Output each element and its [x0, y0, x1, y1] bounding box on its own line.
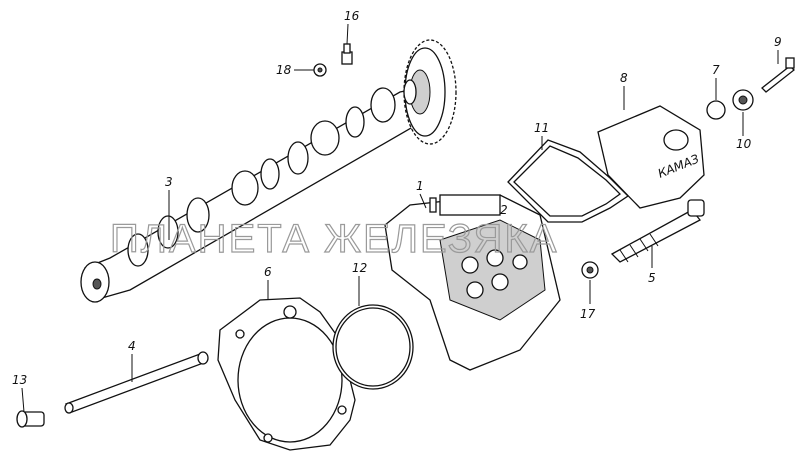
callout-16: 16	[344, 9, 360, 45]
callout-11: 11	[534, 121, 549, 150]
callout-label: 1	[416, 179, 424, 193]
callout-label: 3	[165, 175, 173, 189]
plug-13	[16, 410, 45, 428]
bolt-9	[761, 57, 795, 93]
callout-10: 10	[736, 112, 752, 151]
callout-4: 4	[128, 339, 136, 382]
callout-5: 5	[648, 246, 656, 285]
callout-2: 2	[500, 203, 508, 217]
callout-label: 5	[648, 271, 656, 285]
callout-17: 17	[580, 280, 596, 321]
callout-label: 6	[264, 265, 272, 279]
push-rod	[64, 351, 209, 414]
o-ring	[332, 304, 414, 390]
camshaft-gear	[403, 39, 457, 145]
callout-label: 10	[736, 137, 752, 151]
bolt-16	[341, 43, 353, 65]
cylinder-head	[384, 194, 561, 371]
callout-label: 11	[534, 121, 549, 135]
washer-18	[313, 63, 327, 77]
callout-12: 12	[352, 261, 367, 306]
callout-label: 17	[580, 307, 596, 321]
callout-1: 1	[416, 179, 427, 209]
callout-label: 12	[352, 261, 367, 275]
valve-cover: КАМАЗ	[597, 105, 705, 209]
callout-label: 7	[712, 63, 720, 77]
head-bolt	[610, 199, 705, 263]
camshaft	[80, 87, 433, 303]
callout-label: 9	[774, 35, 782, 49]
cap-10	[732, 89, 754, 111]
washer-7	[706, 100, 726, 120]
callout-8: 8	[620, 71, 628, 110]
callout-13: 13	[12, 373, 27, 413]
watermark: ПЛАНЕТА ЖЕЛЕЗЯКА	[110, 217, 558, 261]
callout-label: 2	[500, 203, 508, 217]
callout-label: 13	[12, 373, 27, 387]
callout-6: 6	[264, 265, 272, 300]
callout-3: 3	[165, 175, 173, 240]
callout-label: 8	[620, 71, 628, 85]
callout-18: 18	[276, 63, 314, 77]
cylinder-head-gasket	[217, 297, 356, 451]
callout-label: 4	[128, 339, 136, 353]
washer-17	[581, 261, 599, 279]
callout-7: 7	[712, 63, 720, 100]
callout-label: 18	[276, 63, 292, 77]
callout-9: 9	[774, 35, 782, 64]
callout-label: 16	[344, 9, 360, 23]
